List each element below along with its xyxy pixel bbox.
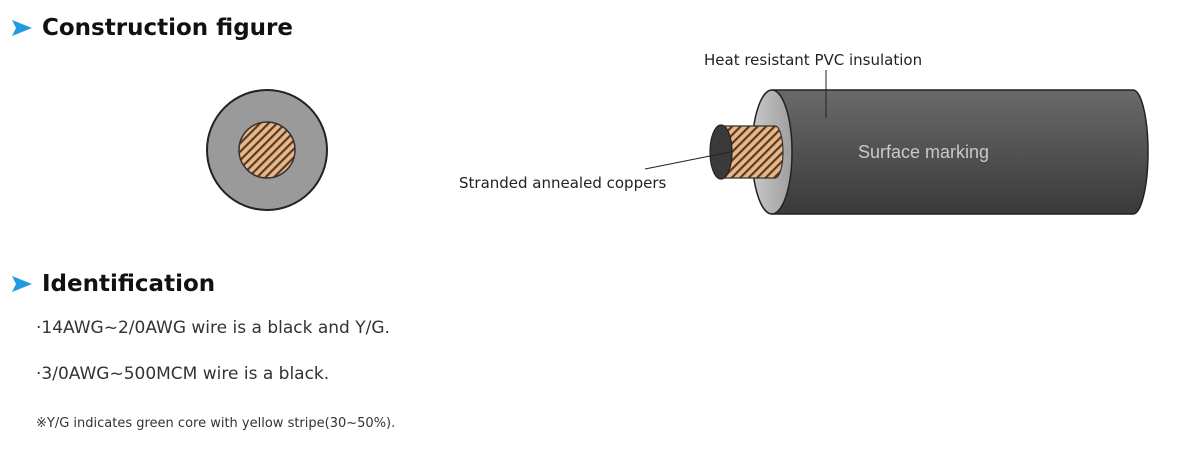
insulation-jacket xyxy=(771,89,1149,215)
identification-line-2: ·3/0AWG~500MCM wire is a black. xyxy=(36,364,330,384)
conductor-label: Stranded annealed coppers xyxy=(459,174,667,192)
chevron-right-icon xyxy=(12,20,32,36)
conductor-leader-line xyxy=(644,151,731,170)
exposed-conductor xyxy=(722,125,784,179)
conductor-end-face xyxy=(709,124,733,180)
chevron-right-icon xyxy=(12,276,32,292)
identification-line-1: ·14AWG~2/0AWG wire is a black and Y/G. xyxy=(36,318,390,338)
insulation-label: Heat resistant PVC insulation xyxy=(704,51,923,69)
surface-marking-label: Surface marking xyxy=(858,142,990,162)
construction-heading: Construction figure xyxy=(10,15,293,41)
construction-title: Construction figure xyxy=(42,15,293,41)
construction-figure xyxy=(206,70,1149,215)
cable-cross-section xyxy=(206,89,328,211)
identification-note: ※Y/G indicates green core with yellow st… xyxy=(36,416,396,431)
identification-title: Identification xyxy=(42,271,216,297)
conductor-core xyxy=(238,121,296,179)
cable-side-view xyxy=(709,89,1149,215)
identification-heading: Identification xyxy=(10,271,215,297)
